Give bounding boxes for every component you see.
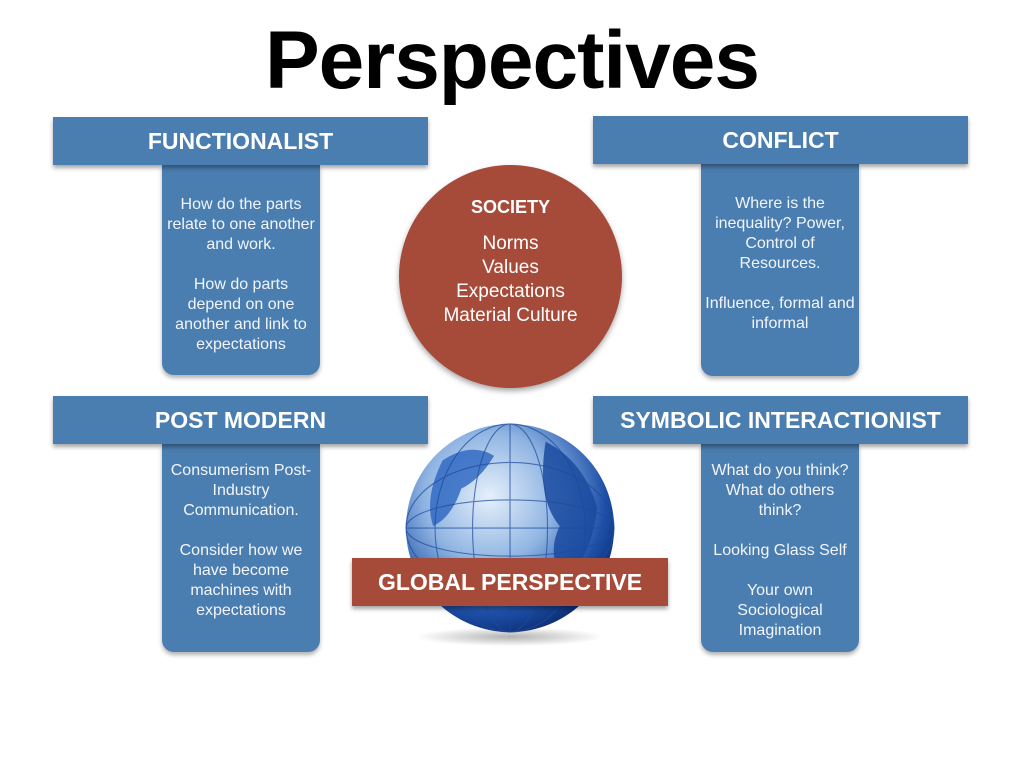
post-modern-heading: POST MODERN	[53, 396, 428, 444]
functionalist-text-1: How do the parts relate to one another a…	[167, 196, 315, 253]
conflict-text-2: Influence, formal and informal	[705, 295, 855, 332]
symbolic-text-1: What do you think? What do others think?	[711, 462, 849, 519]
society-item: Values	[482, 257, 539, 278]
society-heading: SOCIETY	[470, 197, 550, 217]
post-modern-text-2: Consider how we have become machines wit…	[179, 542, 303, 619]
post-modern-body: Consumerism Post-Industry Communication.…	[162, 444, 320, 652]
symbolic-text-3: Your own Sociological Imagination	[737, 582, 823, 639]
symbolic-text-2: Looking Glass Self	[713, 542, 847, 559]
functionalist-heading: FUNCTIONALIST	[53, 117, 428, 165]
conflict-heading: CONFLICT	[593, 116, 968, 164]
post-modern-text-1: Consumerism Post-Industry Communication.	[170, 462, 312, 519]
functionalist-body: How do the parts relate to one another a…	[162, 165, 320, 375]
globe-icon	[405, 423, 615, 647]
society-item: Norms	[482, 233, 539, 254]
society-circle: SOCIETY Norms Values Expectations Materi…	[399, 165, 622, 388]
functionalist-text-2: How do parts depend on one another and l…	[175, 276, 307, 353]
slide-title: Perspectives	[264, 15, 760, 106]
global-perspective-banner: GLOBAL PERSPECTIVE	[352, 558, 668, 606]
symbolic-heading: SYMBOLIC INTERACTIONIST	[593, 396, 968, 444]
conflict-text-1: Where is the inequality? Power, Control …	[715, 195, 845, 272]
symbolic-body: What do you think? What do others think?…	[701, 444, 859, 652]
conflict-body: Where is the inequality? Power, Control …	[701, 164, 859, 376]
society-item: Material Culture	[443, 305, 578, 326]
society-item: Expectations	[456, 281, 565, 302]
